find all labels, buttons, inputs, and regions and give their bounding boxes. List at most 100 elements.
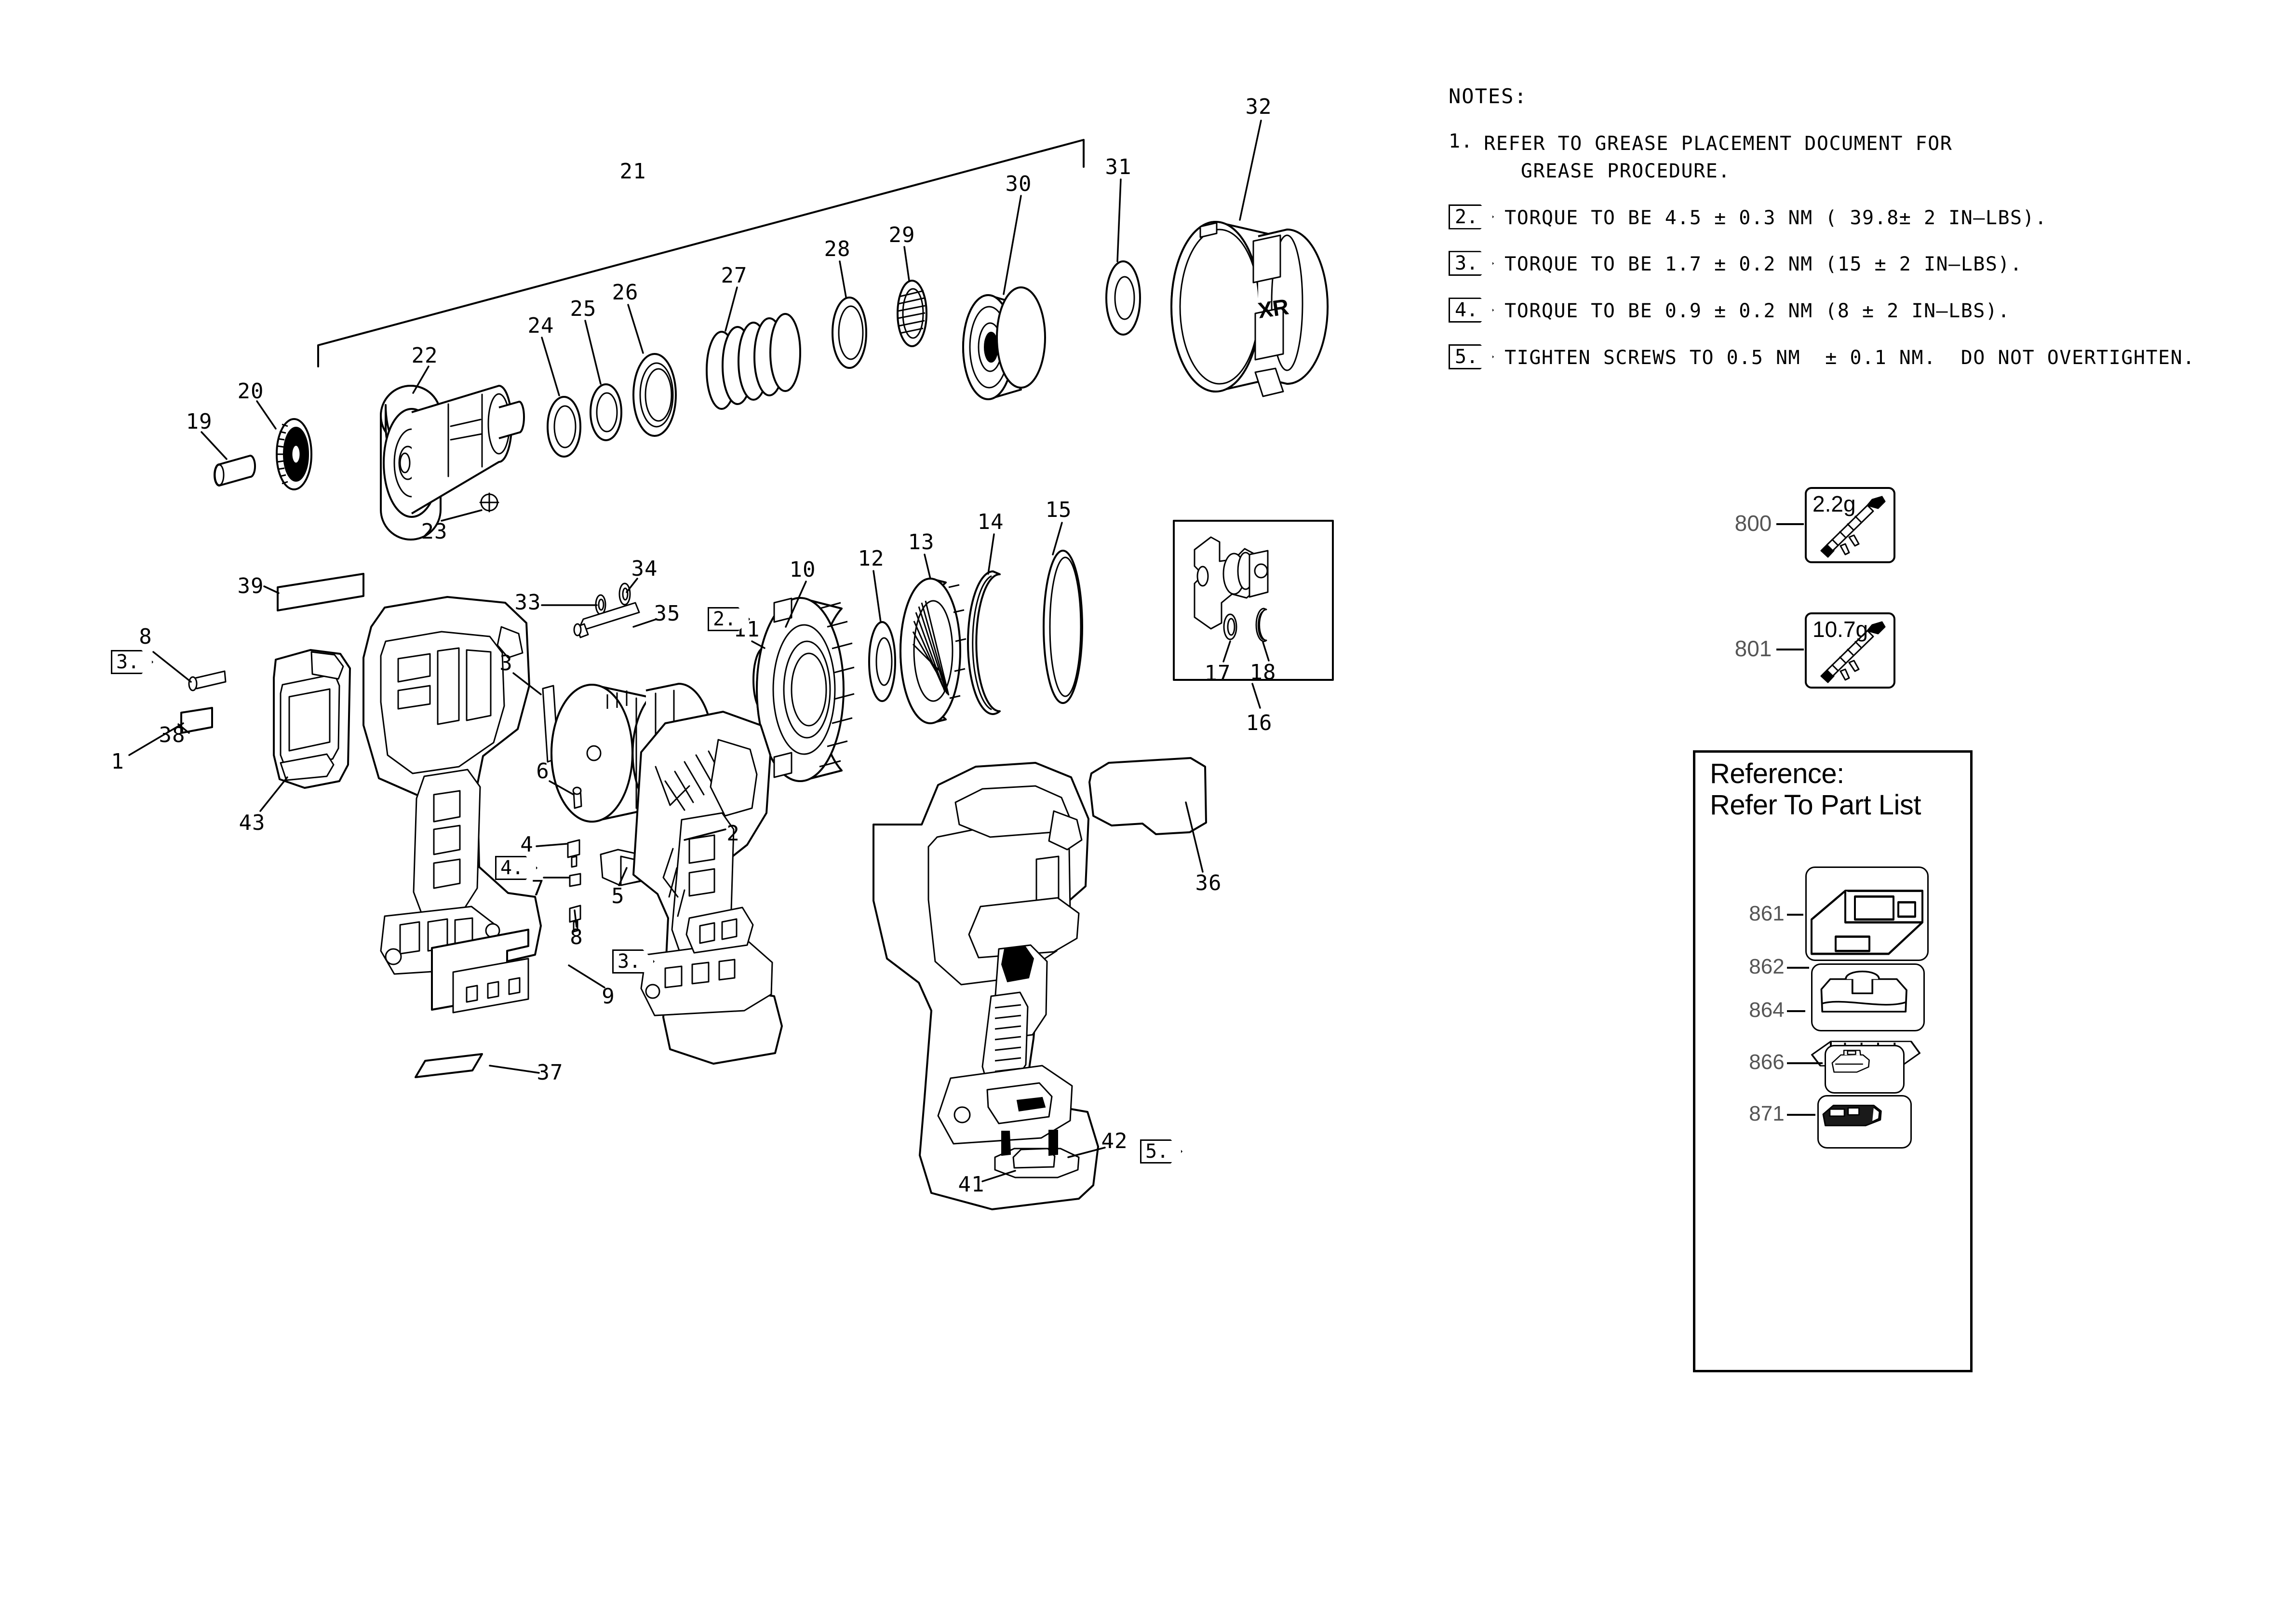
part-38-label — [180, 707, 213, 734]
group-box-16 — [1173, 520, 1334, 681]
callout-33: 33 — [514, 590, 541, 615]
part-7-sleeve — [569, 873, 581, 887]
part-3-wire-guide — [542, 685, 559, 763]
reference-leader-866 — [1787, 1062, 1823, 1064]
callout-15: 15 — [1045, 498, 1072, 522]
callout-24: 24 — [527, 313, 554, 338]
callout-28: 28 — [824, 237, 851, 261]
leader-lines — [128, 120, 1270, 1182]
grease-leader-801 — [1776, 649, 1804, 650]
callout-18: 18 — [1249, 660, 1276, 685]
part-6-contact — [572, 786, 582, 809]
part-36-pad — [1088, 757, 1207, 835]
grease-amount-801: 10.7g — [1813, 617, 1868, 642]
note-flag-flag-5-bottom: 5. — [1140, 1139, 1183, 1164]
note-row-1: 1.REFER TO GREASE PLACEMENT DOCUMENT FOR… — [1449, 130, 2268, 185]
callout-8b: 8 — [570, 925, 583, 949]
callout-8a: 8 — [139, 624, 152, 649]
part-18-retaining-ring — [1255, 608, 1267, 642]
battery-large-icon — [1822, 1105, 1882, 1126]
note-row-2: 2. TORQUE TO BE 4.5 ± 0.3 NM ( 39.8± 2 IN… — [1449, 204, 2268, 232]
reference-number-866: 866 — [1749, 1050, 1785, 1074]
part-32-anvil-cover-xr: XR — [1170, 221, 1329, 397]
note-flag-marker-3: 3. — [1449, 251, 1494, 276]
reference-leader-862 — [1787, 967, 1809, 969]
part-29-bearing-cage — [897, 280, 927, 347]
callout-39: 39 — [237, 574, 264, 598]
callout-19: 19 — [186, 409, 213, 434]
notes-block: NOTES: 1.REFER TO GREASE PLACEMENT DOCUM… — [1449, 84, 2268, 391]
note-number-1: 1. — [1449, 130, 1474, 152]
part-11-oring — [752, 647, 776, 713]
note-flag-marker-4: 4. — [1449, 298, 1494, 323]
note-flag-flag-3-bottom: 3. — [612, 949, 655, 974]
part-15-oring-large — [1043, 550, 1083, 704]
grease-number-801: 801 — [1734, 636, 1772, 661]
reference-number-871: 871 — [1749, 1102, 1785, 1125]
svg-text:XR: XR — [1256, 294, 1290, 323]
callout-10: 10 — [789, 557, 816, 582]
callout-26: 26 — [612, 280, 639, 305]
note-flag-marker-2: 2. — [1449, 204, 1494, 230]
callout-37: 37 — [537, 1060, 564, 1085]
tool-case-icon — [1811, 890, 1923, 955]
callout-23: 23 — [421, 519, 448, 544]
grease-box-801: 10.7g — [1805, 612, 1895, 689]
callout-21: 21 — [619, 159, 646, 184]
callout-41: 41 — [958, 1172, 985, 1197]
callout-30: 30 — [1005, 172, 1032, 196]
part-24-washer — [547, 396, 581, 458]
part-22-hammer-spindle — [380, 385, 525, 541]
callout-22: 22 — [411, 343, 438, 368]
reference-leader-864 — [1787, 1010, 1805, 1012]
callout-5: 5 — [611, 884, 625, 908]
note-flag-flag-3-left: 3. — [111, 650, 154, 674]
callout-36: 36 — [1195, 871, 1222, 895]
part-31-washer — [1105, 260, 1141, 336]
part-27-spring — [706, 313, 801, 410]
part-20-gear-washer — [276, 418, 312, 490]
reference-thumb-871 — [1817, 1095, 1912, 1149]
bracket-21 — [317, 139, 1085, 367]
grease-box-800: 2.2g — [1805, 487, 1895, 563]
callout-9: 9 — [602, 984, 615, 1009]
callout-35: 35 — [654, 601, 681, 626]
reference-thumb-866 — [1825, 1045, 1905, 1094]
reference-title-line2: Refer To Part List — [1710, 789, 1921, 821]
part-39-label — [277, 573, 364, 611]
part-23-ball-target — [479, 492, 499, 513]
callout-38: 38 — [159, 723, 186, 747]
reference-number-864: 864 — [1749, 998, 1785, 1022]
part-13-ring-gear — [900, 578, 967, 724]
reference-thumb-861 — [1805, 866, 1929, 961]
callout-6: 6 — [536, 759, 550, 784]
part-35-screw — [573, 602, 640, 638]
callout-27: 27 — [721, 263, 748, 288]
tool-bag-icon — [1820, 971, 1907, 1013]
part-1-housing-left — [363, 596, 542, 975]
callout-7: 7 — [531, 876, 545, 901]
note-text-2: TORQUE TO BE 4.5 ± 0.3 NM ( 39.8± 2 IN–L… — [1504, 206, 2047, 229]
callout-2: 2 — [726, 821, 740, 846]
grease-gun-icon — [1820, 621, 1886, 683]
callout-32: 32 — [1245, 95, 1272, 119]
notes-title: NOTES: — [1449, 84, 1528, 108]
callout-16: 16 — [1246, 711, 1273, 735]
note-text-5: TIGHTEN SCREWS TO 0.5 NM ± 0.1 NM. DO NO… — [1504, 346, 2195, 369]
assembled-tool — [873, 762, 1099, 1210]
reference-leader-871 — [1787, 1114, 1815, 1116]
battery-compact-icon — [1831, 1050, 1870, 1073]
grease-gun-icon — [1820, 496, 1886, 558]
part-4-screw — [567, 839, 580, 868]
part-motor-assembly — [551, 683, 759, 823]
part-30-bearing — [962, 286, 1046, 400]
callout-17: 17 — [1204, 661, 1231, 686]
callout-42: 42 — [1101, 1129, 1128, 1153]
callout-12: 12 — [858, 546, 885, 571]
callout-25: 25 — [570, 297, 597, 321]
reference-panel-title: Reference: Refer To Part List — [1710, 758, 1921, 821]
note-row-5: 5.TIGHTEN SCREWS TO 0.5 NM ± 0.1 NM. DO … — [1449, 344, 2268, 372]
note-text-3: TORQUE TO BE 1.7 ± 0.2 NM (15 ± 2 IN–LBS… — [1504, 253, 2023, 276]
reference-number-862: 862 — [1749, 955, 1785, 978]
